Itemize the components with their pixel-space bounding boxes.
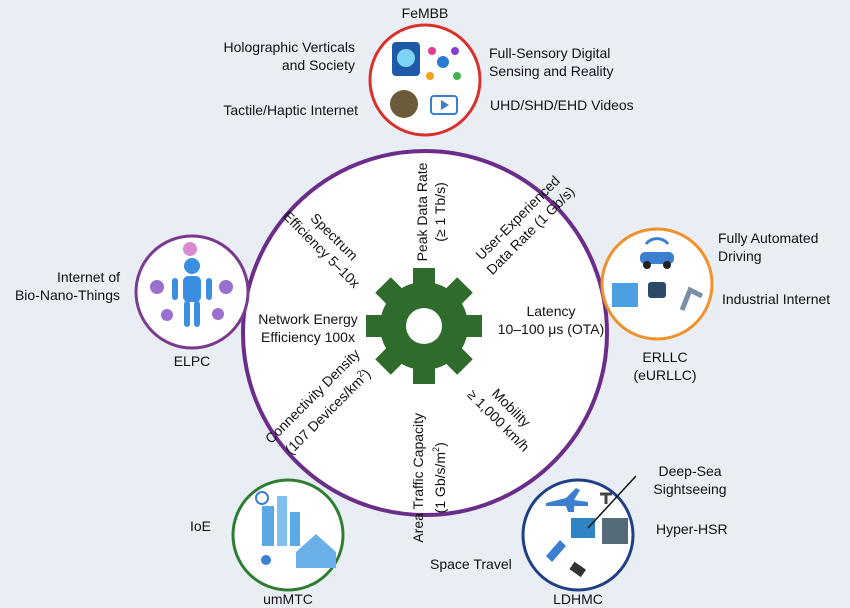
haptic-icon: [390, 90, 418, 118]
sensing-network-icon: [437, 56, 449, 68]
smart-city-icon: [262, 506, 274, 546]
factory-screen-icon: [612, 283, 638, 307]
area-traffic-label: Area Traffic Capacity (1 Gb/s/m2): [410, 412, 448, 543]
erllc-scenario-circle: [600, 227, 714, 341]
brain-icon: [183, 242, 197, 256]
rocket-icon: [546, 540, 566, 562]
ldhmc-scenario-circle: [521, 478, 635, 592]
smart-home-icon: [296, 534, 336, 568]
tactile-label: Tactile/Haptic Internet: [223, 102, 358, 118]
human-body-icon: [172, 258, 212, 327]
peak-data-rate-label: Peak Data Rate(≥ 1 Tb/s): [414, 162, 448, 262]
organ-icon: [150, 280, 164, 294]
industrial-internet-label: Industrial Internet: [722, 291, 831, 307]
deepsea-pointer-line: [587, 475, 637, 529]
femb-scenario-circle: [368, 23, 482, 137]
network-globe-icon: [255, 491, 269, 505]
uhd-video-label: UHD/SHD/EHD Videos: [490, 97, 634, 113]
ioe-label: IoE: [190, 518, 212, 534]
video-icon: [430, 95, 458, 115]
train-icon: [602, 518, 628, 544]
airplane-icon: [546, 488, 588, 512]
wifi-icon: [644, 237, 670, 246]
erllc-title: ERLLC(eURLLC): [633, 349, 697, 383]
hyper-hsr-label: Hyper-HSR: [656, 521, 728, 537]
phone-icon: [261, 555, 271, 565]
drone-icon: [600, 492, 612, 504]
space-travel-label: Space Travel: [430, 556, 512, 572]
ummtc-title: umMTC: [263, 591, 313, 607]
femb-title: FeMBB: [401, 5, 449, 21]
ldhmc-title: LDHMC: [553, 591, 603, 607]
elpc-scenario-circle: [134, 234, 250, 350]
elpc-title: ELPC: [173, 353, 211, 369]
car-icon: [640, 252, 674, 264]
ummtc-scenario-circle: [231, 478, 345, 592]
underwater-scene-icon: [571, 518, 595, 538]
satellite-icon: [569, 561, 587, 578]
robot-arm-icon: [679, 286, 704, 311]
robot-icon: [648, 282, 666, 298]
